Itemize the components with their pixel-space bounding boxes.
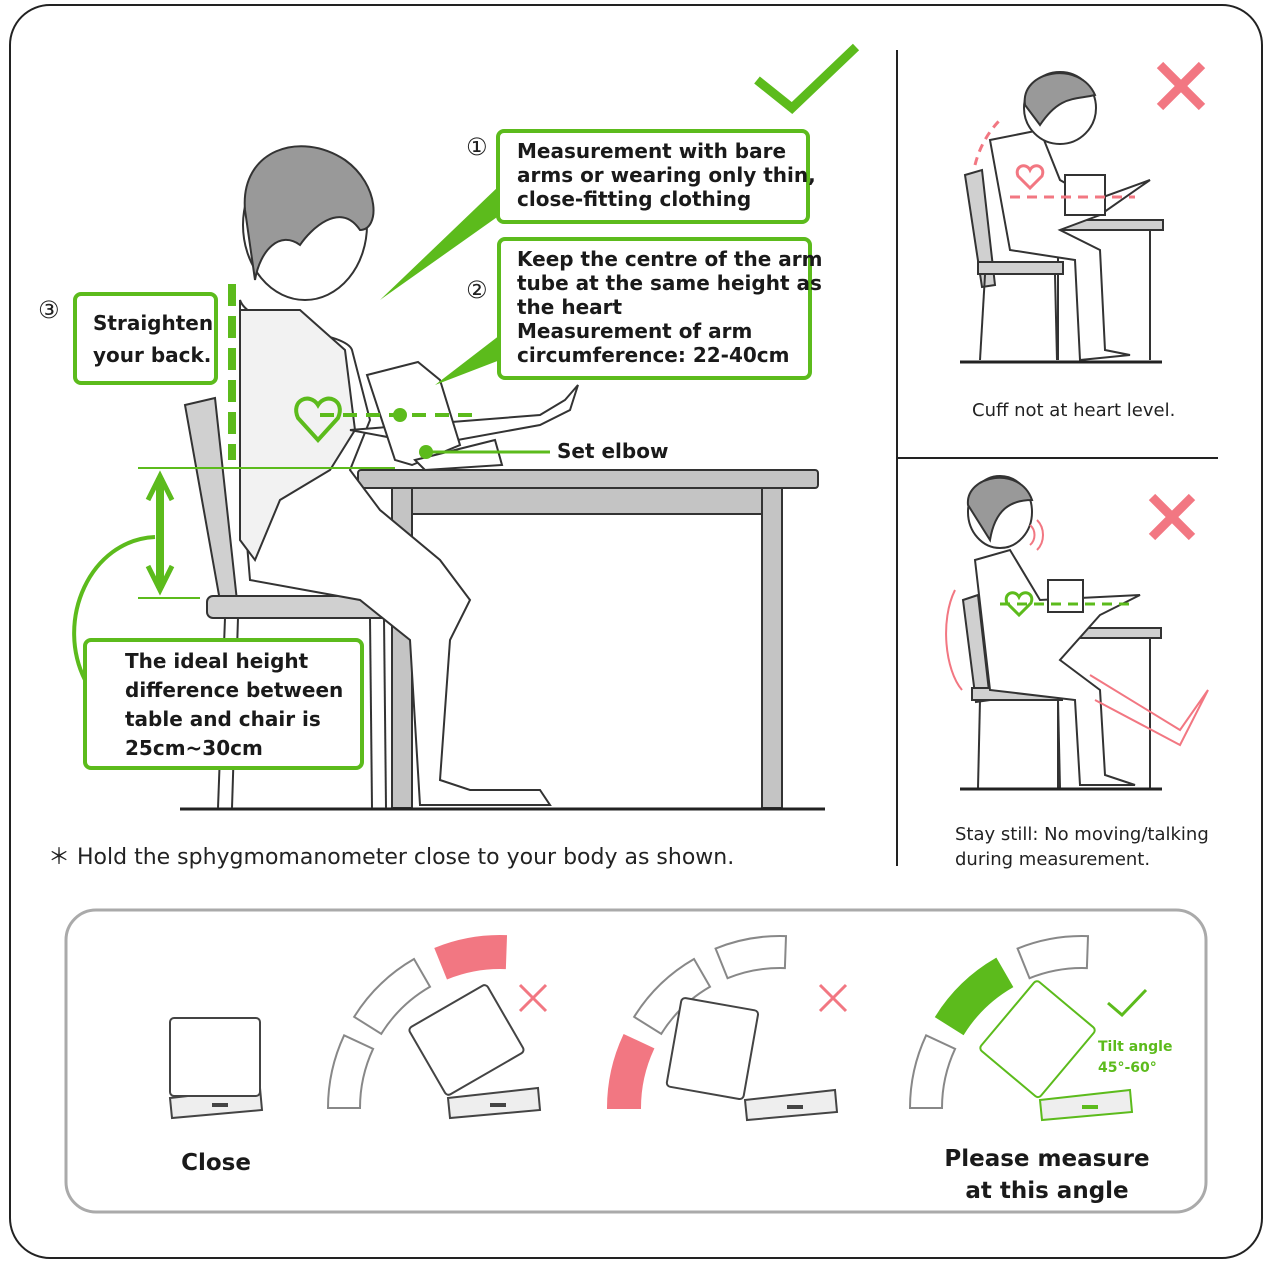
set-elbow-label: Set elbow: [557, 439, 668, 463]
footnote: ＊ Hold the sphygmomanometer close to you…: [48, 845, 734, 870]
device-illustrations: [168, 980, 1134, 1122]
angle-segment: [1016, 935, 1090, 980]
angle-segment: [352, 957, 432, 1036]
blood-pressure-monitor: [168, 1017, 264, 1120]
angle-segment: [714, 935, 788, 980]
cross-icon: [518, 983, 548, 1013]
blood-pressure-monitor: [665, 997, 839, 1122]
angle-segment: [434, 935, 508, 980]
blood-pressure-monitor: [979, 980, 1134, 1122]
marker-2: ②: [466, 276, 488, 304]
angle-segment: [326, 1033, 375, 1109]
cross-icon: [1156, 61, 1206, 111]
cross-icon: [818, 983, 848, 1013]
marker-1: ①: [466, 133, 488, 161]
heart-icon: [294, 396, 342, 443]
check-icon: [1107, 988, 1148, 1018]
angle-segment: [934, 957, 1014, 1036]
heart-icon: [1015, 164, 1045, 191]
angle-segment: [606, 1033, 655, 1109]
close-label: Close: [181, 1150, 251, 1176]
guide-lines: [72, 185, 550, 681]
check-icon: [754, 43, 860, 114]
marker-3: ③: [38, 296, 60, 324]
angle-segment: [908, 1033, 957, 1109]
angle-segment: [632, 957, 712, 1036]
blood-pressure-monitor: [408, 984, 542, 1120]
panel-cuff-not-heart-level: Cuff not at heart level.: [960, 61, 1206, 421]
person-illustration: [239, 145, 579, 806]
angle-gauges: [326, 935, 1090, 1109]
cross-icon: [1148, 493, 1196, 541]
heart-icon: [1004, 591, 1034, 618]
caption-cuff-not-heart-level: Cuff not at heart level.: [972, 400, 1175, 421]
